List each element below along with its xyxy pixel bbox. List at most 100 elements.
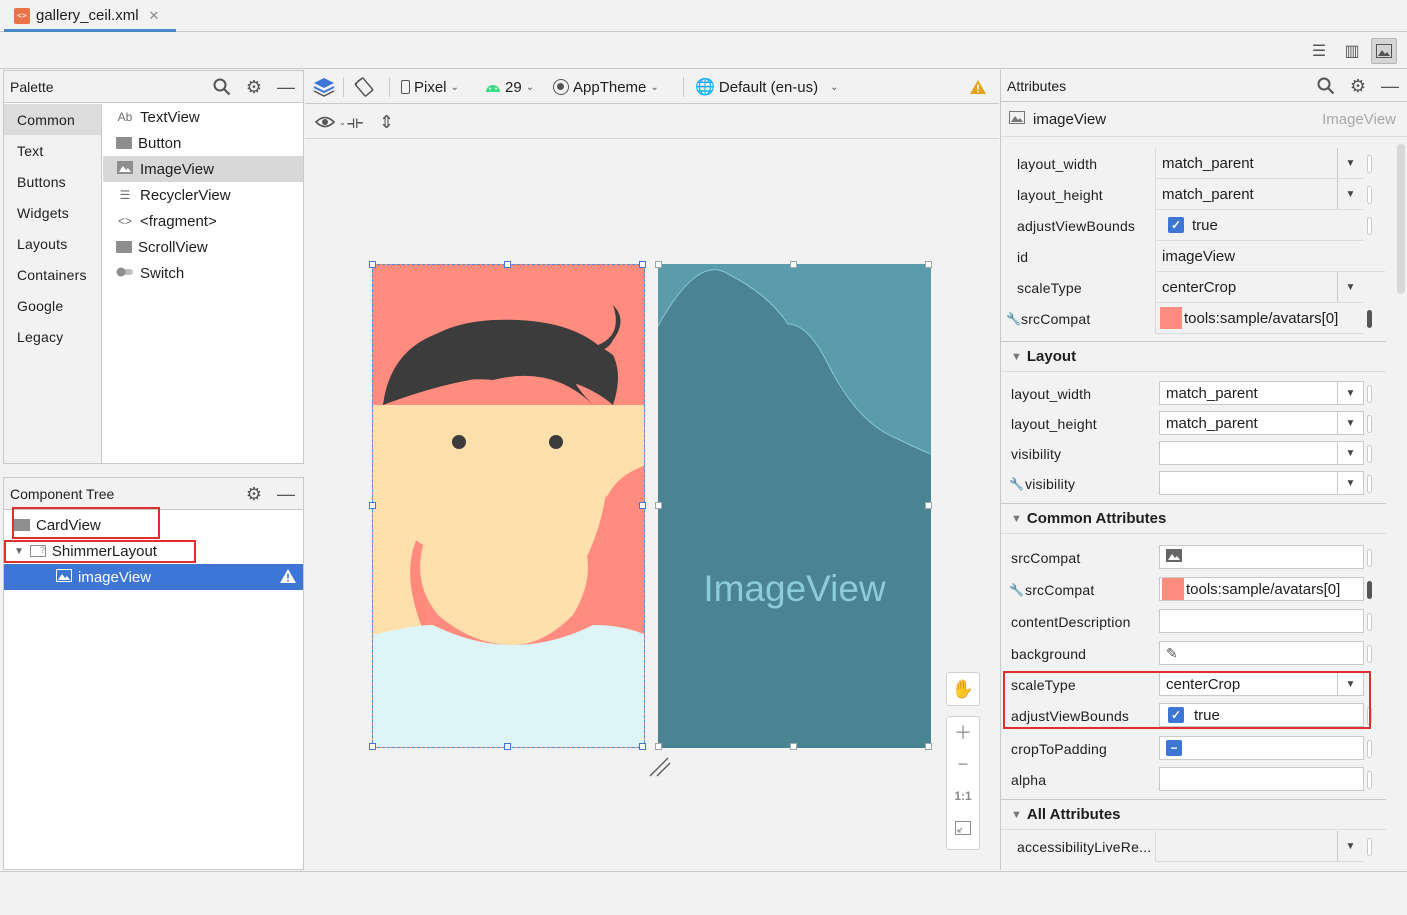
search-icon[interactable]	[211, 76, 233, 98]
resource-picker[interactable]	[1367, 771, 1372, 789]
tree-node-cardview[interactable]: CardView	[4, 512, 303, 538]
category-buttons[interactable]: Buttons	[17, 173, 66, 190]
resource-picker[interactable]	[1367, 740, 1372, 758]
resize-handle[interactable]	[655, 502, 662, 509]
checkbox-checked-icon[interactable]: ✓	[1168, 217, 1184, 233]
section-common-attributes[interactable]: ▼ Common Attributes	[1001, 503, 1386, 534]
margin-icon[interactable]: ⟛	[347, 111, 364, 132]
pack-icon[interactable]: ⇕	[379, 111, 395, 132]
attr-value-field[interactable]	[1159, 767, 1364, 791]
warning-icon[interactable]	[279, 568, 297, 588]
attr-value-field[interactable]: ▼	[1159, 471, 1364, 495]
resize-handle[interactable]	[790, 743, 797, 750]
resize-handle[interactable]	[925, 502, 932, 509]
resize-handle[interactable]	[639, 743, 646, 750]
chevron-down-icon[interactable]: ▼	[1337, 673, 1363, 695]
attr-value-field[interactable]: match_parent ▼	[1159, 381, 1364, 405]
gear-icon[interactable]: ⚙	[1349, 75, 1367, 96]
pan-hand-icon[interactable]: ✋	[946, 672, 980, 706]
resize-corner-icon[interactable]	[649, 757, 671, 780]
zoom-actual-size-button[interactable]: 1:1	[954, 789, 972, 803]
split-view-icon[interactable]: ▥	[1344, 43, 1360, 60]
code-view-icon[interactable]: ☰	[1311, 43, 1327, 60]
attr-value-field[interactable]: ▼	[1159, 441, 1364, 465]
resize-handle[interactable]	[504, 743, 511, 750]
category-layouts[interactable]: Layouts	[17, 235, 68, 252]
scrollbar[interactable]	[1397, 144, 1405, 294]
checkbox-checked-icon[interactable]: ✓	[1168, 707, 1184, 723]
resize-handle[interactable]	[655, 743, 662, 750]
attr-value-field[interactable]: match_parent ▼	[1155, 148, 1363, 179]
design-preview[interactable]	[372, 264, 645, 748]
widget-button[interactable]: Button	[103, 130, 303, 156]
eyedropper-icon[interactable]: ✎	[1166, 644, 1178, 661]
widget-scrollview[interactable]: ScrollView	[103, 234, 303, 260]
rotate-icon[interactable]	[353, 76, 375, 98]
widget-textview[interactable]: Ab TextView	[103, 104, 303, 130]
expand-arrow-icon[interactable]: ▼	[14, 545, 24, 557]
zoom-out-icon[interactable]: −	[957, 753, 969, 774]
chevron-down-icon[interactable]: ▼	[1337, 382, 1363, 404]
api-selector[interactable]: 29 ⌄	[485, 76, 534, 98]
resize-handle[interactable]	[925, 743, 932, 750]
attr-value-field[interactable]: ▼	[1155, 831, 1363, 862]
locale-selector[interactable]: 🌐 Default (en-us) ⌄	[695, 76, 839, 98]
close-icon[interactable]: ✕	[148, 7, 160, 23]
attr-value-field[interactable]	[1159, 609, 1364, 633]
gear-icon[interactable]: ⚙	[245, 483, 263, 504]
attr-value-field[interactable]: tools:sample/avatars[0]	[1159, 577, 1364, 601]
resize-handle[interactable]	[639, 502, 646, 509]
tree-node-imageview[interactable]: imageView	[4, 564, 303, 590]
minimize-icon[interactable]: —	[1381, 75, 1399, 96]
category-google[interactable]: Google	[17, 297, 64, 314]
theme-selector[interactable]: AppTheme ⌄	[553, 76, 659, 98]
zoom-fit-icon[interactable]	[947, 813, 979, 843]
resource-picker[interactable]	[1367, 445, 1372, 463]
resource-picker[interactable]	[1367, 549, 1372, 567]
blueprint-preview[interactable]: ImageView	[658, 264, 931, 748]
category-common[interactable]: Common	[4, 104, 101, 135]
widget-imageview[interactable]: ImageView	[103, 156, 303, 182]
chevron-down-icon[interactable]: ▼	[1337, 272, 1363, 302]
design-canvas[interactable]: ImageView ✋ ＋ − 1:1	[305, 140, 999, 870]
resize-handle[interactable]	[369, 502, 376, 509]
resize-handle[interactable]	[655, 261, 662, 268]
chevron-down-icon[interactable]: ▼	[1337, 179, 1363, 209]
category-text[interactable]: Text	[17, 142, 44, 159]
widget-recyclerview[interactable]: ☰ RecyclerView	[103, 182, 303, 208]
minimize-icon[interactable]: —	[277, 483, 295, 504]
attr-value-field[interactable]: tools:sample/avatars[0]	[1155, 303, 1363, 334]
resource-picker[interactable]	[1367, 581, 1372, 599]
resize-handle[interactable]	[504, 261, 511, 268]
resource-picker[interactable]	[1367, 155, 1372, 173]
attr-value-field[interactable]: ✓ true	[1159, 703, 1364, 727]
category-containers[interactable]: Containers	[17, 266, 87, 283]
resource-picker[interactable]	[1367, 415, 1372, 433]
widget-switch[interactable]: Switch	[103, 260, 303, 286]
chevron-down-icon[interactable]: ▼	[1337, 472, 1363, 494]
section-layout[interactable]: ▼ Layout	[1001, 341, 1386, 372]
zoom-in-icon[interactable]: ＋	[954, 723, 972, 743]
resize-handle[interactable]	[790, 261, 797, 268]
file-tab[interactable]: <> gallery_ceil.xml ✕	[4, 2, 176, 32]
resize-handle[interactable]	[369, 261, 376, 268]
gear-icon[interactable]: ⚙	[245, 76, 263, 97]
warning-icon[interactable]	[969, 76, 987, 98]
layers-icon[interactable]	[313, 76, 335, 98]
resize-handle[interactable]	[369, 743, 376, 750]
attr-value-field[interactable]: −	[1159, 736, 1364, 760]
attr-value-field[interactable]: match_parent ▼	[1159, 411, 1364, 435]
eye-icon[interactable]: ⌄	[315, 111, 346, 133]
section-all-attributes[interactable]: ▼ All Attributes	[1001, 799, 1386, 830]
chevron-down-icon[interactable]: ▼	[1337, 442, 1363, 464]
attr-value-field[interactable]: ✎	[1159, 641, 1364, 665]
chevron-down-icon[interactable]: ▼	[1337, 148, 1363, 178]
resource-picker[interactable]	[1367, 385, 1372, 403]
resize-handle[interactable]	[639, 261, 646, 268]
design-view-icon[interactable]	[1371, 38, 1397, 64]
search-icon[interactable]	[1315, 75, 1337, 97]
category-widgets[interactable]: Widgets	[17, 204, 69, 221]
attr-value-field[interactable]: match_parent ▼	[1155, 179, 1363, 210]
attr-value-field[interactable]	[1159, 545, 1364, 569]
attr-value-field[interactable]: centerCrop ▼	[1155, 272, 1363, 303]
